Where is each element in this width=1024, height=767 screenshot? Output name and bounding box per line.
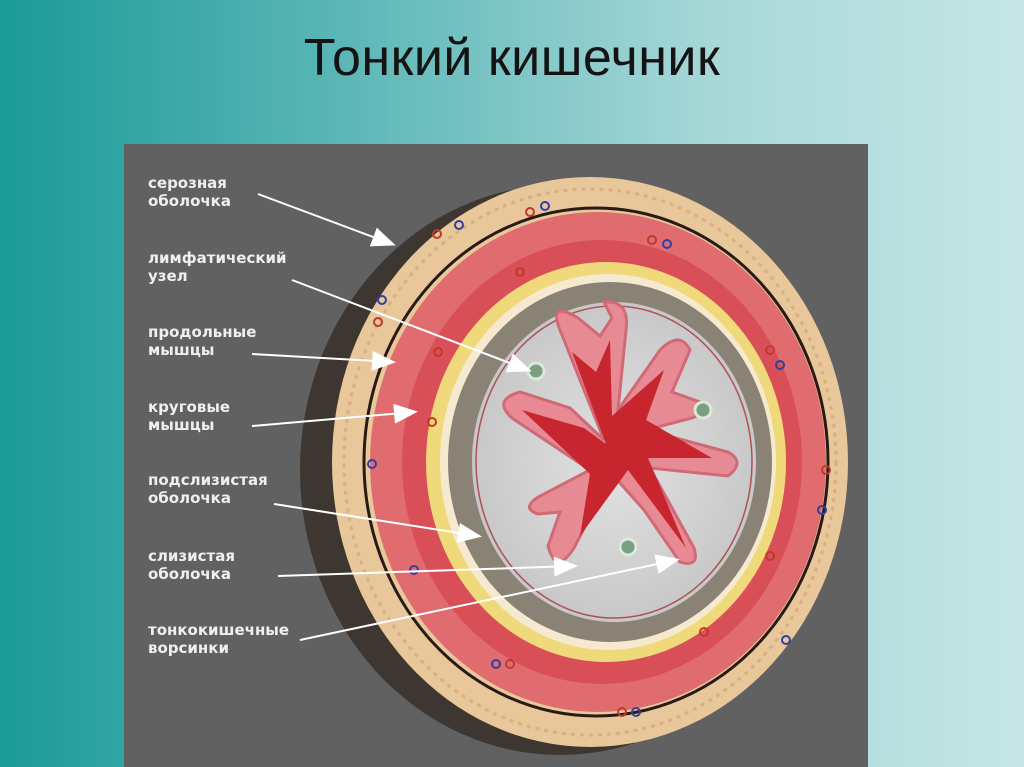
- lymph-node-2: [693, 400, 713, 420]
- arrow-serosa: [257, 193, 396, 247]
- label-lymph-node: лимфатический узел: [148, 249, 287, 285]
- arrow-submucosa: [273, 503, 482, 543]
- label-circular-muscles: круговые мышцы: [148, 398, 231, 434]
- label-mucosa: слизистая оболочка: [148, 547, 235, 583]
- serosa-texture: [342, 187, 838, 737]
- blood-vessels: [367, 201, 831, 717]
- arrow-mucosa: [277, 556, 578, 577]
- villi-group: [502, 300, 739, 565]
- arrow-villi: [299, 554, 680, 641]
- slide-title: Тонкий кишечник: [303, 29, 721, 87]
- arrow-longitudinal-muscles: [251, 350, 396, 371]
- lymph-node-3: [618, 537, 638, 557]
- lumen: [522, 340, 712, 548]
- serosa-boundary: [362, 206, 830, 718]
- pointer-arrows: [251, 193, 680, 641]
- lymph-node-1: [526, 361, 546, 381]
- label-submucosa: подслизистая оболочка: [148, 471, 268, 507]
- arrow-lymph-node: [291, 279, 532, 373]
- label-villi: тонкокишечные ворсинки: [148, 621, 290, 657]
- arrow-circular-muscles: [251, 403, 418, 427]
- label-serosa: серозная оболочка: [148, 174, 231, 210]
- label-longitudinal-muscles: продольные мышцы: [148, 323, 257, 359]
